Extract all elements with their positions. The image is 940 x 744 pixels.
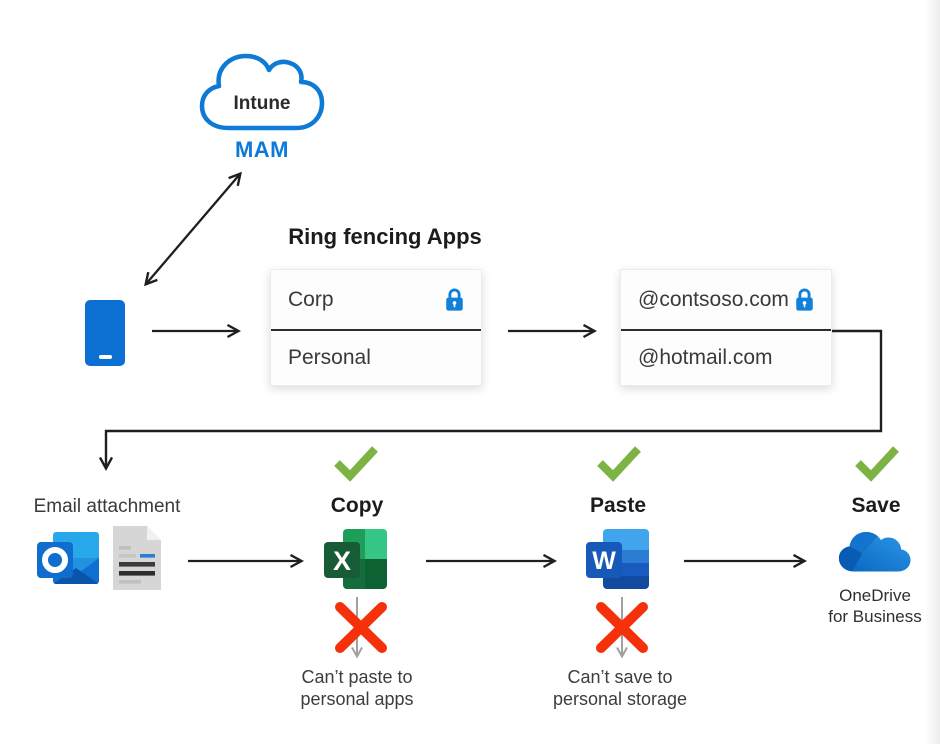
blocked-x-icon-paste: [596, 602, 648, 653]
cloud-label: Intune: [234, 93, 291, 114]
word-icon: W: [586, 529, 649, 589]
corp-row: Corp: [271, 270, 481, 331]
personal-domain-row: @hotmail.com: [621, 331, 831, 384]
outlook-icon: [37, 532, 99, 584]
copy-label: Copy: [330, 494, 384, 517]
onedrive-caption: OneDrive for Business: [814, 585, 936, 628]
email-attachment-label: Email attachment: [33, 496, 181, 517]
save-label: Save: [851, 494, 901, 517]
onedrive-caption-line2: for Business: [828, 607, 922, 627]
lock-icon: [446, 288, 463, 311]
ring-fencing-box: Corp Personal: [270, 269, 482, 386]
cant-save-note: Can’t save to personal storage: [535, 667, 705, 711]
phone-home-bar: [98, 354, 112, 359]
check-icon-copy: [334, 446, 378, 482]
phone-icon: [85, 300, 125, 366]
personal-domain-label: @hotmail.com: [638, 345, 773, 369]
cant-paste-note: Can’t paste to personal apps: [277, 667, 437, 711]
paste-label: Paste: [589, 494, 647, 517]
excel-icon: X: [324, 529, 387, 589]
corp-domain-row: @contsoso.com: [621, 270, 831, 331]
blocked-x-icon-copy: [335, 602, 387, 653]
cant-paste-note-line2: personal apps: [300, 688, 414, 709]
arrow-phone-cloud: [146, 174, 240, 284]
cant-paste-note-line1: Can’t paste to: [301, 667, 413, 687]
intune-cloud-icon: Intune: [199, 53, 325, 131]
email-domain-box: @contsoso.com @hotmail.com: [620, 269, 832, 386]
onedrive-icon: [838, 531, 911, 572]
right-edge-shade: [924, 0, 940, 744]
diagram-title: Ring fencing Apps: [288, 224, 482, 249]
mam-label: MAM: [234, 137, 290, 162]
check-icon-paste: [597, 446, 641, 482]
document-icon: [113, 526, 161, 590]
personal-label: Personal: [288, 345, 371, 369]
check-icon-save: [855, 446, 899, 482]
cant-save-note-line2: personal storage: [552, 688, 688, 709]
cant-save-note-line1: Can’t save to: [567, 667, 673, 687]
onedrive-caption-line1: OneDrive: [839, 586, 911, 605]
personal-row: Personal: [271, 331, 481, 384]
lock-icon: [796, 288, 813, 311]
excel-letter: X: [333, 546, 351, 576]
corp-label: Corp: [288, 287, 334, 311]
word-letter: W: [592, 547, 616, 575]
corp-domain-label: @contsoso.com: [638, 287, 789, 311]
